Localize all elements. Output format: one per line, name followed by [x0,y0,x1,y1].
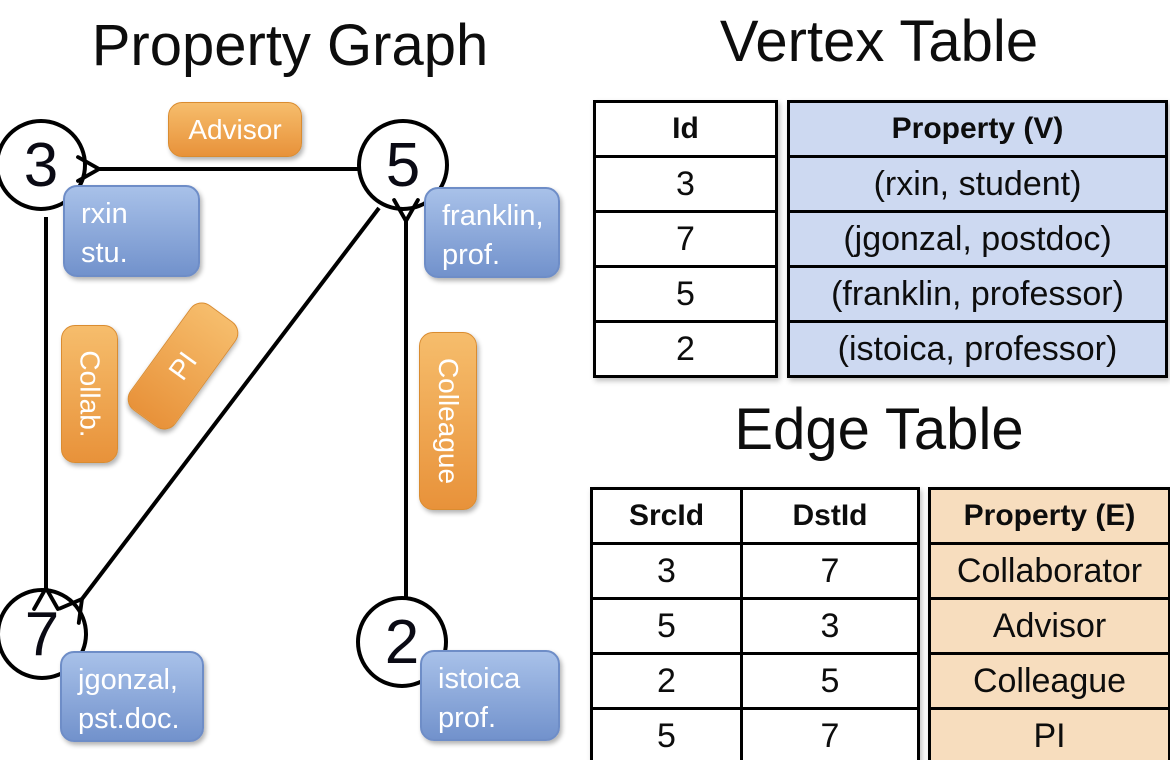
column-header-dstid: DstId [740,487,920,545]
vertex-node-3: 3 [0,119,87,211]
edge-label-collab-text: Collab. [74,350,106,438]
table-row: 3 [593,155,778,213]
table-cell-property: (istoica, professor) [787,320,1168,378]
vertex-table: Id 3 7 5 2 Property (V) (rxin, student) … [593,100,1168,378]
table-row: PI [928,707,1170,760]
column-header-id: Id [593,100,778,158]
edge-label-pi: PI [122,296,244,436]
edge-label-advisor: Advisor [168,102,302,157]
table-cell-property: (rxin, student) [787,155,1168,213]
vertex-table-property-column: Property (V) (rxin, student) (jgonzal, p… [787,100,1168,378]
edge-label-advisor-text: Advisor [188,113,282,145]
vertex-table-id-column: Id 3 7 5 2 [593,100,778,378]
vertex-node-7-id: 7 [24,599,60,669]
table-header-row: Id [593,100,778,158]
table-cell-dstid: 7 [740,542,920,600]
edge-label-colleague-text: Colleague [433,357,465,485]
vertex-property-pill-jgonzal: jgonzal, pst.doc. [60,651,204,742]
table-row: 2 5 [590,652,920,710]
table-cell-property: (franklin, professor) [787,265,1168,323]
table-row: Advisor [928,597,1170,655]
table-cell-id: 2 [593,320,778,378]
edge-label-colleague: Colleague [419,332,477,510]
column-header-property-v: Property (V) [787,100,1168,158]
table-row: Collaborator [928,542,1170,600]
table-header-row: Property (V) [787,100,1168,158]
table-header-row: Property (E) [928,487,1170,545]
edge-table-property-column: Property (E) Collaborator Advisor Collea… [928,487,1170,760]
edge-table-title: Edge Table [734,397,1024,462]
table-row: 3 7 [590,542,920,600]
column-header-property-e: Property (E) [928,487,1170,545]
edge-table-id-columns: SrcId DstId 3 7 5 3 2 5 5 7 [590,487,920,760]
table-cell-srcid: 2 [590,652,743,710]
column-header-srcid: SrcId [590,487,743,545]
table-cell-srcid: 3 [590,542,743,600]
table-cell-dstid: 5 [740,652,920,710]
table-cell-property: Colleague [928,652,1170,710]
table-row: (jgonzal, postdoc) [787,210,1168,268]
table-row: 5 [593,265,778,323]
table-cell-id: 3 [593,155,778,213]
table-row: 5 3 [590,597,920,655]
table-header-row: SrcId DstId [590,487,920,545]
vertex-property-pill-franklin: franklin, prof. [424,187,560,278]
table-row: Colleague [928,652,1170,710]
table-cell-srcid: 5 [590,707,743,760]
table-cell-property: (jgonzal, postdoc) [787,210,1168,268]
vertex-node-5-id: 5 [385,130,421,200]
table-row: 2 [593,320,778,378]
property-graph-title: Property Graph [91,13,489,78]
edge-table: SrcId DstId 3 7 5 3 2 5 5 7 Property (E) [590,487,1170,760]
table-cell-id: 7 [593,210,778,268]
table-row: (istoica, professor) [787,320,1168,378]
vertex-node-2-id: 2 [384,607,420,677]
vertex-property-pill-rxin: rxin stu. [63,185,200,277]
edge-label-pi-text: PI [162,345,203,386]
vertex-node-3-id: 3 [23,130,59,200]
table-row: 5 7 [590,707,920,760]
table-row: (franklin, professor) [787,265,1168,323]
vertex-node-2: 2 [356,596,448,688]
table-cell-property: Advisor [928,597,1170,655]
vertex-property-pill-istoica: istoica prof. [420,650,560,741]
table-cell-id: 5 [593,265,778,323]
table-cell-property: Collaborator [928,542,1170,600]
table-cell-property: PI [928,707,1170,760]
table-cell-srcid: 5 [590,597,743,655]
table-cell-dstid: 3 [740,597,920,655]
vertex-table-title: Vertex Table [719,9,1039,74]
table-row: (rxin, student) [787,155,1168,213]
edge-label-collab: Collab. [61,325,118,463]
table-row: 7 [593,210,778,268]
table-cell-dstid: 7 [740,707,920,760]
